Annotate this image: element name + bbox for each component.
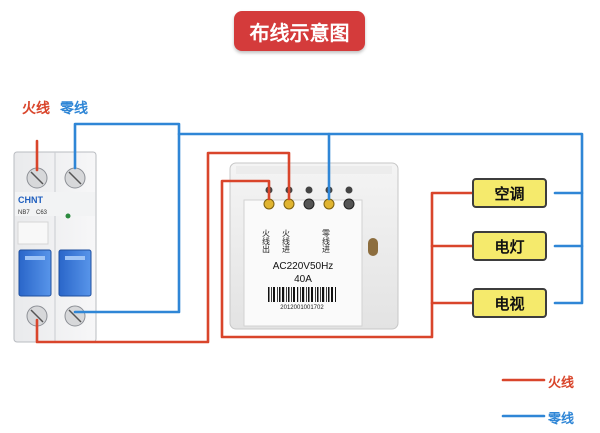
appliance-tv: 电视 bbox=[472, 288, 547, 318]
terminal-screw bbox=[305, 186, 313, 194]
breaker-spec-plate bbox=[17, 221, 49, 245]
meter-terminal-blank bbox=[343, 198, 355, 210]
screw-slot bbox=[68, 171, 82, 185]
meter-label-live-out: 火线出 bbox=[262, 229, 271, 254]
breaker-lever-left bbox=[18, 249, 52, 297]
wires bbox=[35, 122, 584, 418]
neutral-wire-label: 零线 bbox=[60, 101, 88, 117]
breaker-brand: CHNT bbox=[18, 195, 43, 205]
live-wire-meter-out bbox=[220, 179, 474, 339]
meter-module bbox=[243, 199, 363, 327]
meter-terminal-live-out bbox=[263, 198, 275, 210]
breaker-brand-band bbox=[15, 192, 95, 216]
prepaid-meter: 火线出 火线进 零线进 AC220V50Hz 40A 2012001 bbox=[229, 162, 399, 330]
legend-live-label: 火线 bbox=[548, 376, 575, 391]
live-wire-label: 火线 bbox=[22, 101, 50, 117]
screw-slot bbox=[30, 309, 44, 323]
lever-highlight bbox=[25, 256, 45, 260]
page-title: 布线示意图 bbox=[234, 11, 365, 51]
neutral-wire-main bbox=[177, 132, 584, 305]
screw-slot bbox=[30, 171, 44, 185]
meter-serial: 2012001001702 bbox=[280, 305, 324, 311]
breaker-indicator-led bbox=[65, 213, 71, 219]
circuit-breaker: CHNT NB7 C63 bbox=[13, 151, 97, 343]
appliance-ac: 空调 bbox=[472, 178, 547, 208]
meter-terminal-neutral-in bbox=[323, 198, 335, 210]
breaker-model: NB7 bbox=[18, 210, 30, 216]
lever-highlight bbox=[65, 256, 85, 260]
meter-rating-voltage: AC220V50Hz bbox=[273, 261, 334, 272]
meter-card-slot bbox=[368, 238, 378, 256]
terminal-screw bbox=[345, 186, 353, 194]
neutral-wire-breaker-loop bbox=[73, 122, 181, 314]
meter-label-neutral-in: 零线进 bbox=[322, 229, 331, 254]
meter-terminal-blank bbox=[303, 198, 315, 210]
meter-rating-current: 40A bbox=[294, 274, 312, 285]
legend-neutral-label: 零线 bbox=[548, 412, 575, 427]
meter-plate-top-edge bbox=[236, 166, 392, 174]
appliance-light: 电灯 bbox=[472, 231, 547, 261]
meter-label-live-in: 火线进 bbox=[282, 229, 291, 254]
breaker-lever-right bbox=[58, 249, 92, 297]
live-wire-meter-in bbox=[35, 151, 291, 344]
meter-barcode bbox=[268, 287, 336, 302]
breaker-curve: C63 bbox=[36, 210, 48, 216]
screw-slot bbox=[68, 309, 82, 323]
meter-terminal-live-in bbox=[283, 198, 295, 210]
